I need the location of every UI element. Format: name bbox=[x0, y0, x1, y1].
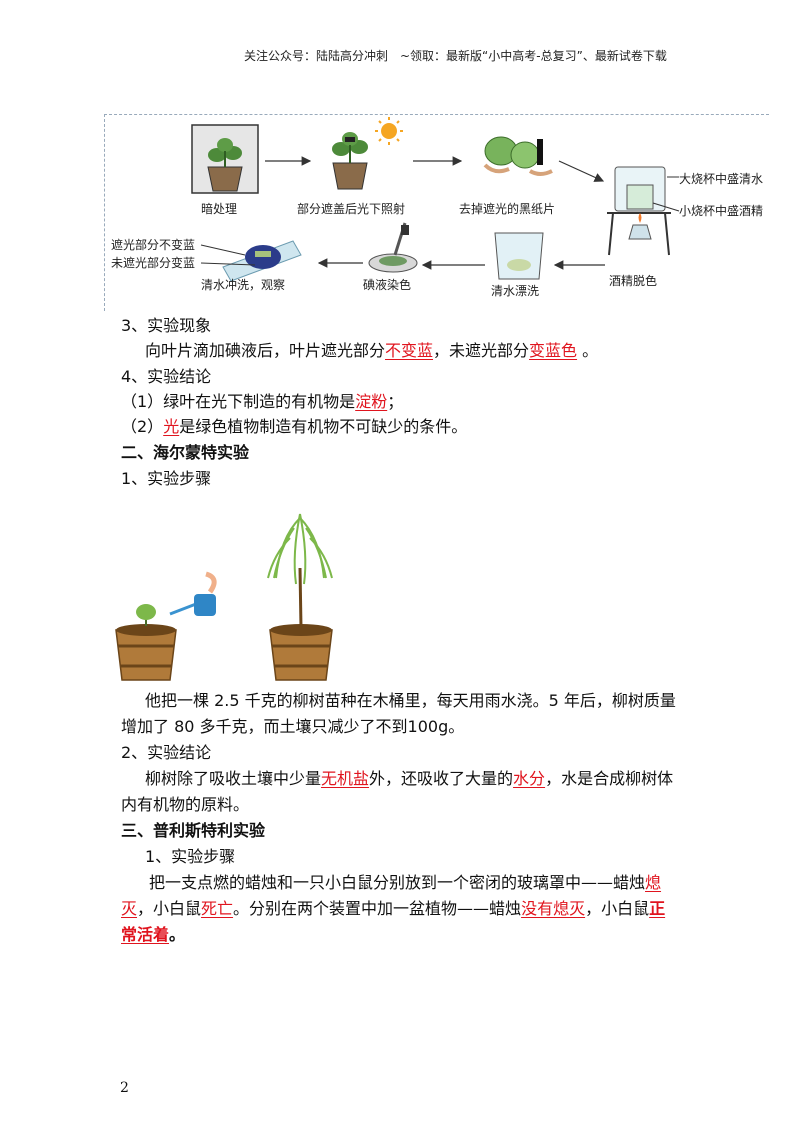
answer-death: 死亡 bbox=[201, 899, 234, 918]
section3-title: 三、普利斯特利实验 bbox=[121, 821, 266, 840]
starch-experiment-figure: 暗处理 部分遮盖后光下照射 去掉 bbox=[104, 114, 769, 311]
section3-steps-title: 1、实验步骤 bbox=[145, 847, 236, 866]
phenomenon-title: 3、实验现象 bbox=[121, 316, 212, 335]
phenomenon-text: 向叶片滴加碘液后，叶片遮光部分不变蓝，未遮光部分变蓝色 。 bbox=[145, 341, 599, 360]
answer-not-blue: 不变蓝 bbox=[385, 341, 434, 360]
priestley-line2: 灭，小白鼠死亡。分别在两个装置中加一盆植物——蜡烛没有熄灭，小白鼠正 bbox=[121, 899, 666, 918]
conclusion-item-1: （1）绿叶在光下制造的有机物是淀粉； bbox=[121, 392, 404, 411]
helmont-para-line1: 他把一棵 2.5 千克的柳树苗种在木桶里，每天用雨水浇。5 年后，柳树质量 bbox=[145, 691, 676, 710]
caption-cover: 部分遮盖后光下照射 bbox=[297, 201, 405, 216]
section2-conclusion-title: 2、实验结论 bbox=[121, 743, 212, 762]
caption-iodine: 碘液染色 bbox=[363, 277, 411, 292]
priestley-line3: 常活着。 bbox=[121, 925, 186, 944]
helmont-para-line2: 增加了 80 多千克，而土壤只减少了不到100g。 bbox=[121, 717, 465, 736]
iodine-stain-illustration bbox=[368, 222, 418, 273]
answer-minerals: 无机盐 bbox=[321, 769, 370, 788]
helmont-conclusion-line2: 内有机物的原料。 bbox=[121, 795, 250, 814]
alcohol-bath-illustration bbox=[607, 166, 680, 256]
willow-experiment-figure bbox=[110, 508, 350, 686]
caption-uncovered-part: 未遮光部分变蓝 bbox=[111, 255, 195, 270]
answer-alive-part2: 常活着 bbox=[121, 925, 170, 944]
answer-starch: 淀粉 bbox=[355, 392, 388, 411]
answer-extinguish-part1: 熄 bbox=[645, 873, 662, 892]
caption-remove: 去掉遮光的黑纸片 bbox=[459, 201, 555, 216]
section2-steps-title: 1、实验步骤 bbox=[121, 469, 212, 488]
helmont-conclusion-line1: 柳树除了吸收土壤中少量无机盐外，还吸收了大量的水分，水是合成柳树体 bbox=[145, 769, 674, 788]
section2-title: 二、海尔蒙特实验 bbox=[121, 443, 250, 462]
answer-not-extinguished: 没有熄灭 bbox=[521, 899, 586, 918]
answer-alive-part1: 正 bbox=[649, 899, 666, 918]
answer-light: 光 bbox=[163, 417, 180, 436]
caption-covered-part: 遮光部分不变蓝 bbox=[111, 237, 195, 252]
page-header: 关注公众号：陆陆高分冲刺 ~领取：最新版“小中高考-总复习”、最新试卷下载 bbox=[244, 49, 667, 63]
caption-dark: 暗处理 bbox=[201, 201, 237, 216]
caption-small-beaker: 小烧杯中盛酒精 bbox=[679, 203, 763, 218]
conclusion-item-2: （2）光是绿色植物制造有机物不可缺少的条件。 bbox=[121, 417, 468, 436]
watering-can-illustration bbox=[169, 571, 217, 616]
observe-leaf-illustration bbox=[200, 240, 302, 282]
answer-extinguish-part2: 灭 bbox=[121, 899, 138, 918]
answer-water: 水分 bbox=[513, 769, 546, 788]
caption-wash-observe: 清水冲洗，观察 bbox=[201, 277, 285, 292]
remove-paper-illustration bbox=[483, 136, 553, 176]
page-number: 2 bbox=[120, 1080, 129, 1096]
willow-bucket-illustration bbox=[267, 513, 333, 681]
dark-treatment-illustration bbox=[191, 124, 259, 194]
priestley-line1: 把一支点燃的蜡烛和一只小白鼠分别放到一个密闭的玻璃罩中——蜡烛熄 bbox=[149, 873, 662, 892]
caption-big-beaker: 大烧杯中盛清水 bbox=[679, 171, 763, 186]
caption-alcohol: 酒精脱色 bbox=[609, 273, 657, 288]
caption-rinse-water: 清水漂洗 bbox=[491, 284, 539, 298]
rinse-water-illustration bbox=[494, 232, 544, 280]
answer-turn-blue: 变蓝色 bbox=[529, 341, 578, 360]
conclusion-title: 4、实验结论 bbox=[121, 367, 212, 386]
seedling-bucket-illustration bbox=[115, 604, 177, 681]
cover-under-sun-illustration bbox=[332, 117, 403, 190]
